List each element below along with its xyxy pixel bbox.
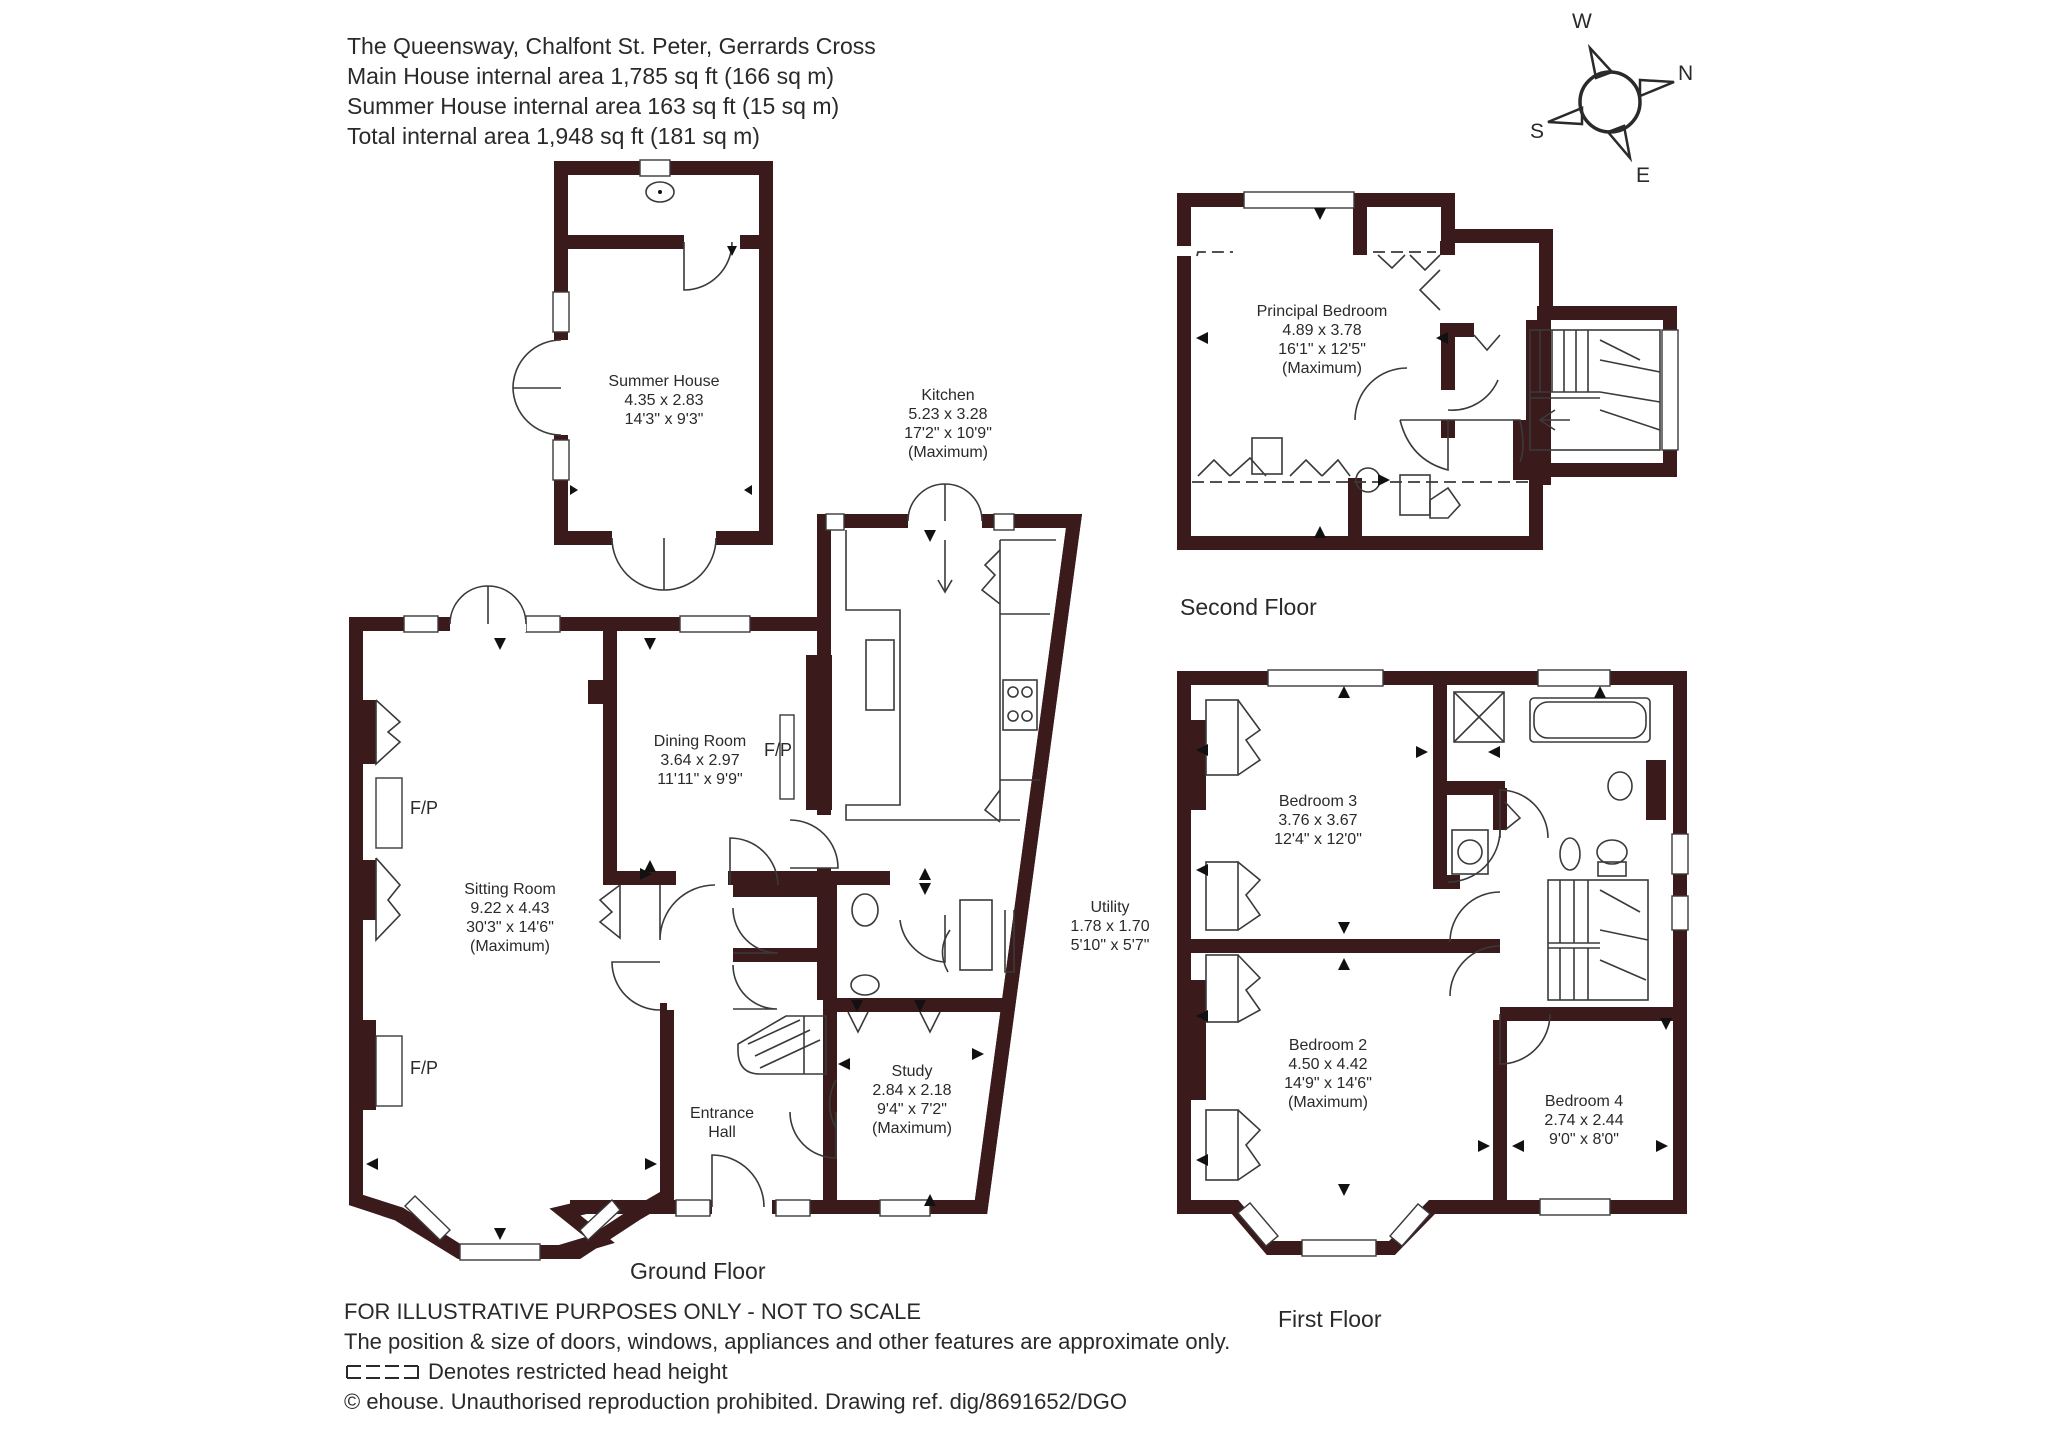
room-metric: 2.74 x 2.44 <box>1544 1112 1624 1129</box>
room-name: Dining Room <box>653 733 747 750</box>
room-bedroom-4: Bedroom 4 2.74 x 2.44 9'0" x 8'0" <box>1544 1092 1623 1149</box>
room-metric: 9.22 x 4.43 <box>470 900 550 917</box>
room-principal-bedroom: Principal Bedroom 4.89 x 3.78 16'1" x 12… <box>1257 302 1388 378</box>
second-floor-plan <box>1176 191 1679 550</box>
approximate-note: The position & size of doors, windows, a… <box>344 1329 1231 1354</box>
second-floor-label: Second Floor <box>1180 594 1317 620</box>
room-name: Bedroom 2 <box>1288 1037 1368 1054</box>
fireplace-label: F/P <box>410 798 439 818</box>
first-floor-plan <box>1177 669 1689 1257</box>
fireplace-label: F/P <box>764 740 793 760</box>
room-kitchen: Kitchen 5.23 x 3.28 17'2" x 10'9" (Maxim… <box>904 386 992 462</box>
compass-rose <box>1547 43 1675 163</box>
room-name: Bedroom 4 <box>1544 1093 1624 1110</box>
compass-east: E <box>1636 164 1651 187</box>
room-name-line2: Hall <box>708 1124 736 1141</box>
room-imperial: 9'0" x 8'0" <box>1549 1131 1619 1148</box>
room-imperial: 9'4" x 7'2" <box>877 1101 947 1118</box>
room-note: (Maximum) <box>1288 1094 1368 1111</box>
room-study: Study 2.84 x 2.18 9'4" x 7'2" (Maximum) <box>872 1062 952 1138</box>
room-imperial: 30'3" x 14'6" <box>466 919 554 936</box>
room-name: Bedroom 3 <box>1278 793 1358 810</box>
room-imperial: 12'4" x 12'0" <box>1274 831 1362 848</box>
ground-floor-plan <box>349 483 1083 1261</box>
room-name: Principal Bedroom <box>1256 303 1388 320</box>
room-imperial: 14'9" x 14'6" <box>1284 1075 1372 1092</box>
room-metric: 4.50 x 4.42 <box>1288 1056 1368 1073</box>
room-metric: 2.84 x 2.18 <box>872 1082 952 1099</box>
room-summer-house: Summer House 4.35 x 2.83 14'3" x 9'3" <box>608 372 719 429</box>
room-note: (Maximum) <box>908 444 988 461</box>
room-metric: 4.89 x 3.78 <box>1282 322 1362 339</box>
property-address: The Queensway, Chalfont St. Peter, Gerra… <box>347 33 876 59</box>
room-name: Summer House <box>608 373 720 390</box>
compass-south: S <box>1530 120 1545 143</box>
room-note: (Maximum) <box>1281 360 1362 377</box>
room-name: Entrance <box>689 1105 755 1122</box>
disclaimer: FOR ILLUSTRATIVE PURPOSES ONLY - NOT TO … <box>344 1299 922 1324</box>
summer-house-plan <box>512 159 773 591</box>
copyright: © ehouse. Unauthorised reproduction proh… <box>344 1389 1128 1414</box>
restricted-height-note: Denotes restricted head height <box>428 1359 728 1384</box>
room-bedroom-3: Bedroom 3 3.76 x 3.67 12'4" x 12'0" <box>1274 792 1362 849</box>
fireplace-label: F/P <box>410 1058 439 1078</box>
room-bedroom-2: Bedroom 2 4.50 x 4.42 14'9" x 14'6" (Max… <box>1284 1036 1372 1112</box>
room-dining: Dining Room 3.64 x 2.97 11'11" x 9'9" <box>654 732 746 789</box>
room-sitting: Sitting Room 9.22 x 4.43 30'3" x 14'6" (… <box>464 880 556 956</box>
room-metric: 1.78 x 1.70 <box>1070 918 1150 935</box>
room-entrance-hall: Entrance Hall <box>690 1104 754 1142</box>
room-imperial: 17'2" x 10'9" <box>904 425 992 442</box>
ground-floor-label: Ground Floor <box>630 1258 766 1284</box>
room-utility: Utility 1.78 x 1.70 5'10" x 5'7" <box>1070 898 1149 955</box>
room-imperial: 5'10" x 5'7" <box>1070 937 1150 954</box>
room-metric: 3.76 x 3.67 <box>1278 812 1358 829</box>
room-note: (Maximum) <box>872 1120 952 1137</box>
summer-house-area: Summer House internal area 163 sq ft (15… <box>347 93 840 119</box>
room-imperial: 16'1" x 12'5" <box>1278 341 1366 358</box>
room-name: Sitting Room <box>464 881 556 898</box>
compass-north: N <box>1678 62 1694 85</box>
room-imperial: 14'3" x 9'3" <box>624 411 704 428</box>
room-imperial: 11'11" x 9'9" <box>657 771 743 788</box>
compass-west: W <box>1572 10 1592 33</box>
first-floor-label: First Floor <box>1278 1306 1382 1332</box>
room-name: Utility <box>1090 899 1130 916</box>
room-name: Kitchen <box>921 387 975 404</box>
restricted-head-height-key <box>346 1365 419 1379</box>
room-metric: 3.64 x 2.97 <box>660 752 740 769</box>
room-metric: 5.23 x 3.28 <box>908 406 988 423</box>
room-metric: 4.35 x 2.83 <box>624 392 704 409</box>
main-house-area: Main House internal area 1,785 sq ft (16… <box>347 63 835 89</box>
room-name: Study <box>891 1063 933 1080</box>
room-note: (Maximum) <box>470 938 550 955</box>
total-area: Total internal area 1,948 sq ft (181 sq … <box>347 123 760 149</box>
